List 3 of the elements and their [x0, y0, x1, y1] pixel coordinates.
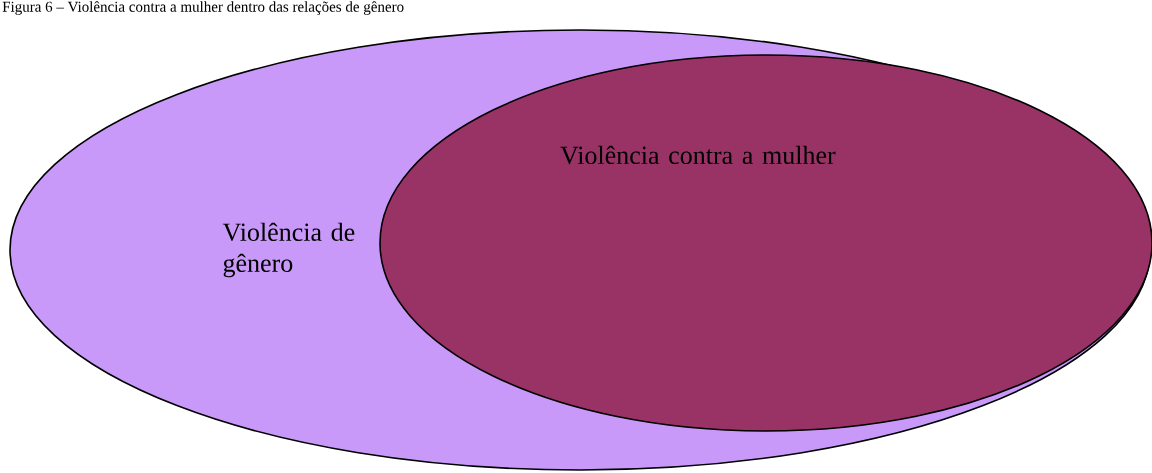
set-label: Violência de gênero: [222, 222, 355, 278]
figure-title: Figura 6 – Violência contra a mulher dentro das relações de gênero: [2, 1, 404, 15]
set-label: Violência contra a mulher: [560, 145, 836, 165]
